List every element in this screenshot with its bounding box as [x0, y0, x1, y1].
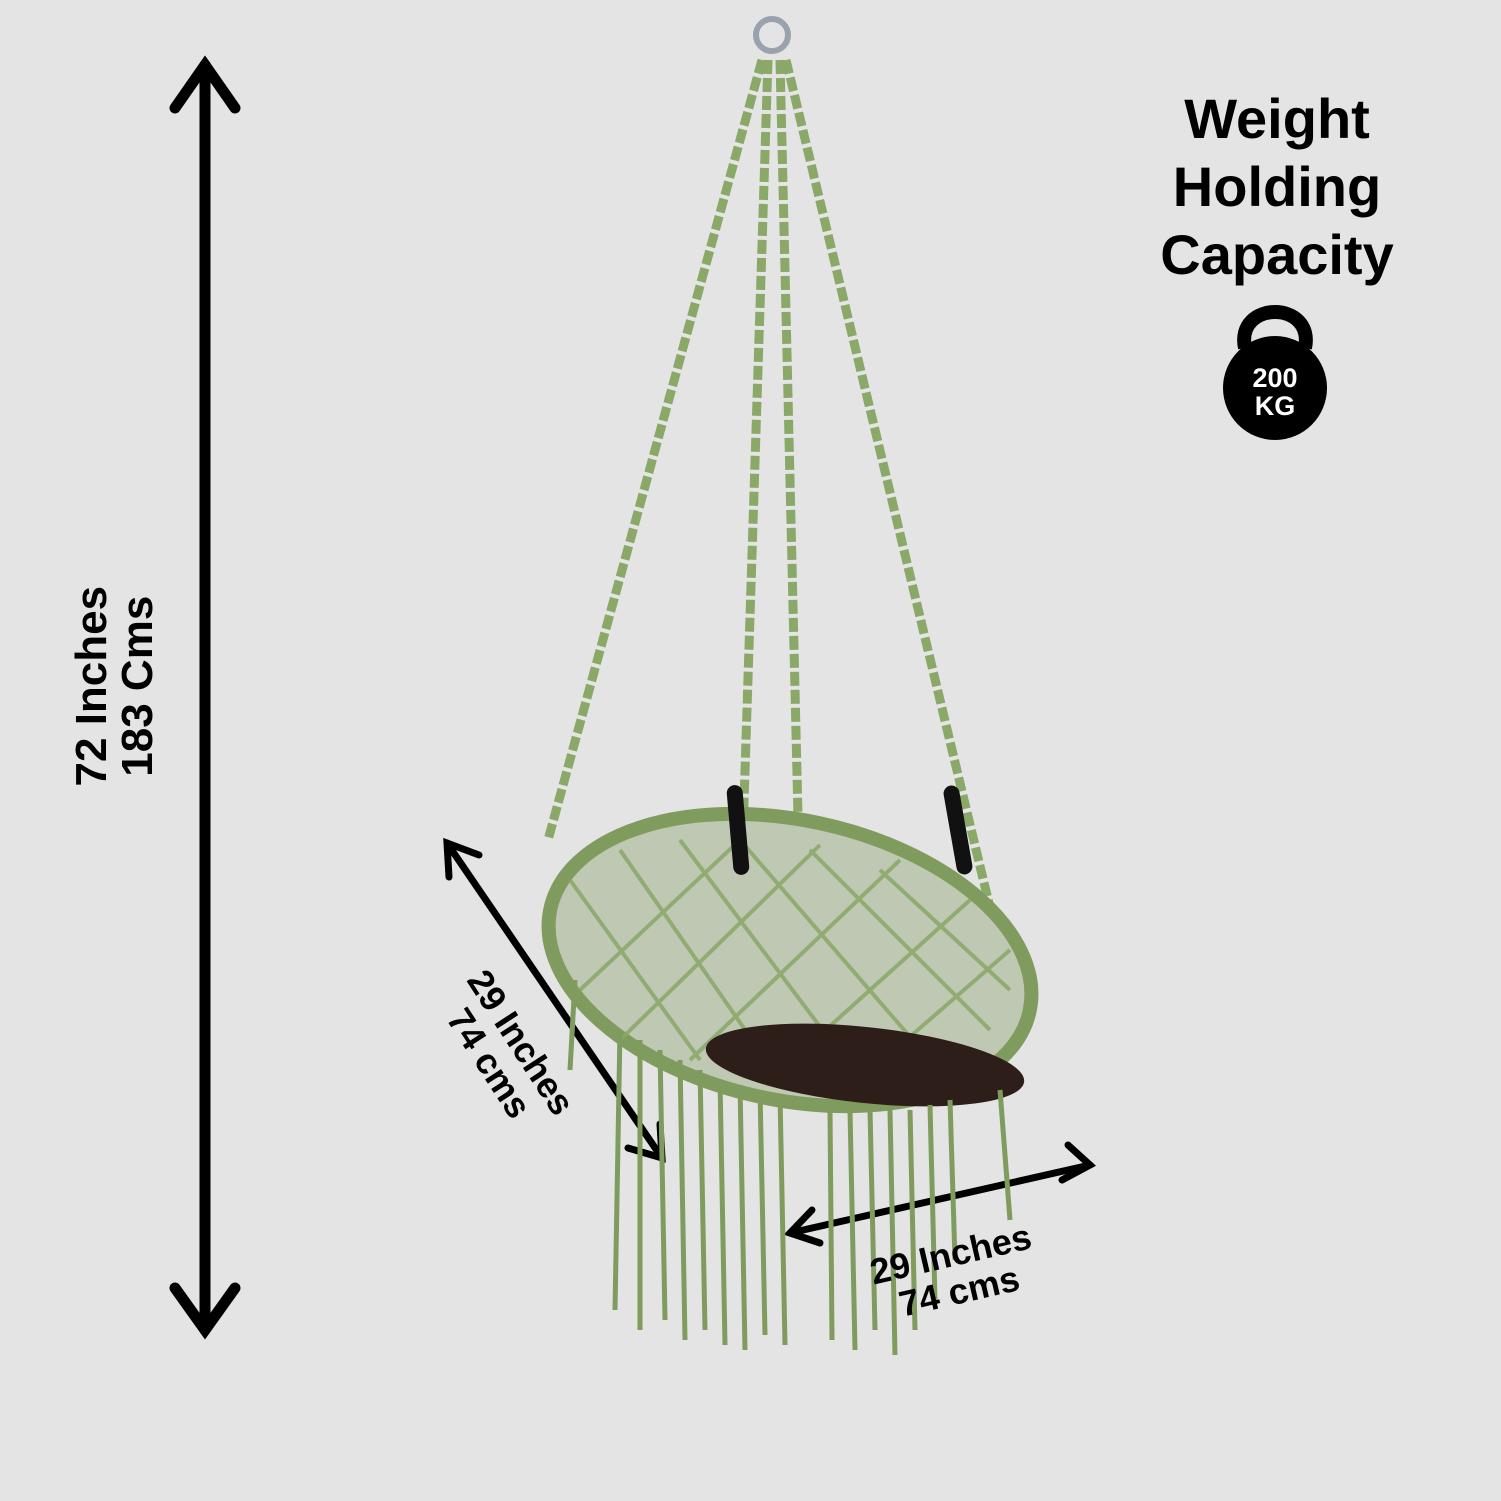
kettlebell-icon [1223, 305, 1327, 440]
height-inches: 72 Inches [66, 585, 116, 787]
height-arrow [169, 55, 241, 1340]
cushion [705, 1023, 1025, 1107]
capacity-line-1: Weight [1184, 87, 1370, 150]
height-cms: 183 Cms [113, 595, 162, 777]
capacity-title: Weight Holding Capacity [1127, 85, 1427, 289]
width-arrow [783, 1141, 1097, 1247]
fringes [567, 979, 1013, 1356]
handle-grip-right [943, 785, 973, 875]
height-label: 72 Inches 183 Cms [66, 566, 162, 806]
capacity-line-2: Holding [1172, 155, 1382, 218]
handle-grip-left [726, 785, 750, 875]
hammock-swing-chair [541, 16, 1039, 1356]
capacity-unit: KG [1254, 391, 1296, 421]
hanging-ring [753, 16, 791, 54]
capacity-value: 200 KG [1225, 364, 1325, 420]
capacity-number: 200 [1252, 363, 1298, 393]
capacity-line-3: Capacity [1160, 223, 1394, 286]
